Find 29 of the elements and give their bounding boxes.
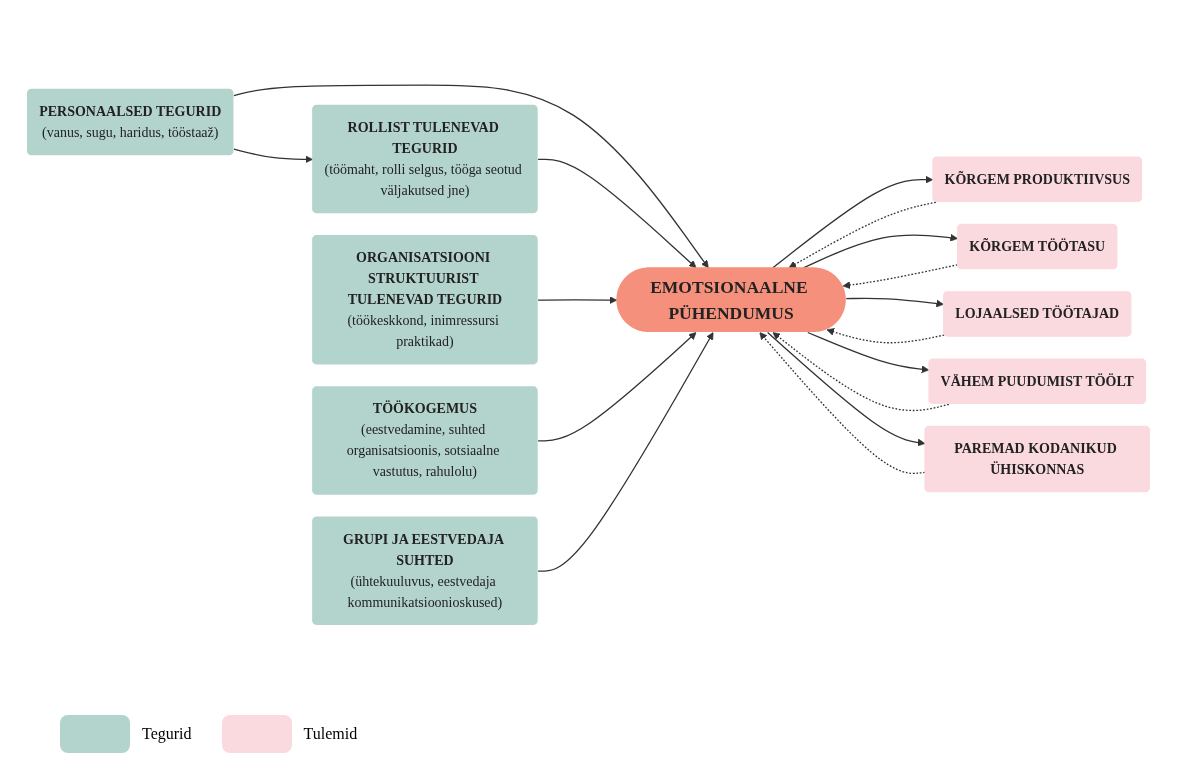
node-box: PAREMAD KODANIKUD ÜHISKONNAS [924, 425, 1150, 493]
legend-label: Tegurid [142, 725, 192, 743]
node-box: LOJAALSED TÖÖTAJAD [943, 291, 1132, 337]
arrow [845, 297, 944, 308]
node-box: TÖÖKOGEMUS (eestvedamine, suhted organisatsioonis, sotsiaalne vastutus, rahulolu) [312, 386, 538, 495]
node-box: VÄHEM PUUDUMIST TÖÖLT [928, 358, 1147, 404]
arrow [233, 148, 313, 164]
arrow [233, 84, 709, 269]
arrow [537, 296, 618, 304]
node-box: EMOTSIONAALNE PÜHENDUMUS [616, 267, 846, 333]
arrow [537, 158, 697, 269]
legend-label: Tulemid [303, 725, 358, 743]
arrow [772, 175, 934, 269]
arrow [537, 332, 714, 572]
node-box: KÕRGEM TÖÖTASU [957, 223, 1118, 270]
node-box: KÕRGEM PRODUKTIIVSUS [932, 156, 1143, 202]
arrow [772, 332, 950, 412]
node-box: GRUPI JA EESTVEDAJA SUHTED (ühtekuuluvus, eestvedaja kommunikatsioonioskused) [312, 516, 538, 625]
arrow [826, 328, 945, 344]
arrow [767, 331, 926, 447]
arrow [802, 233, 958, 269]
node-box: ROLLIST TULENEVAD TEGURID (töömaht, rolli selgus, tööga seotud väljakutsed jne) [312, 104, 538, 214]
arrow [807, 331, 930, 374]
node-box: ORGANISATSIOONI STRUKTUURIST TULENEVAD TEGURID (töökeskkond, inimressursi praktikad) [312, 235, 538, 365]
arrow [842, 264, 959, 289]
arrow [537, 332, 697, 442]
node-box: PERSONAALSED TEGURID (vanus, sugu, haridus, tööstaaž) [27, 88, 234, 156]
arrow [788, 201, 937, 269]
arrow [759, 332, 926, 475]
